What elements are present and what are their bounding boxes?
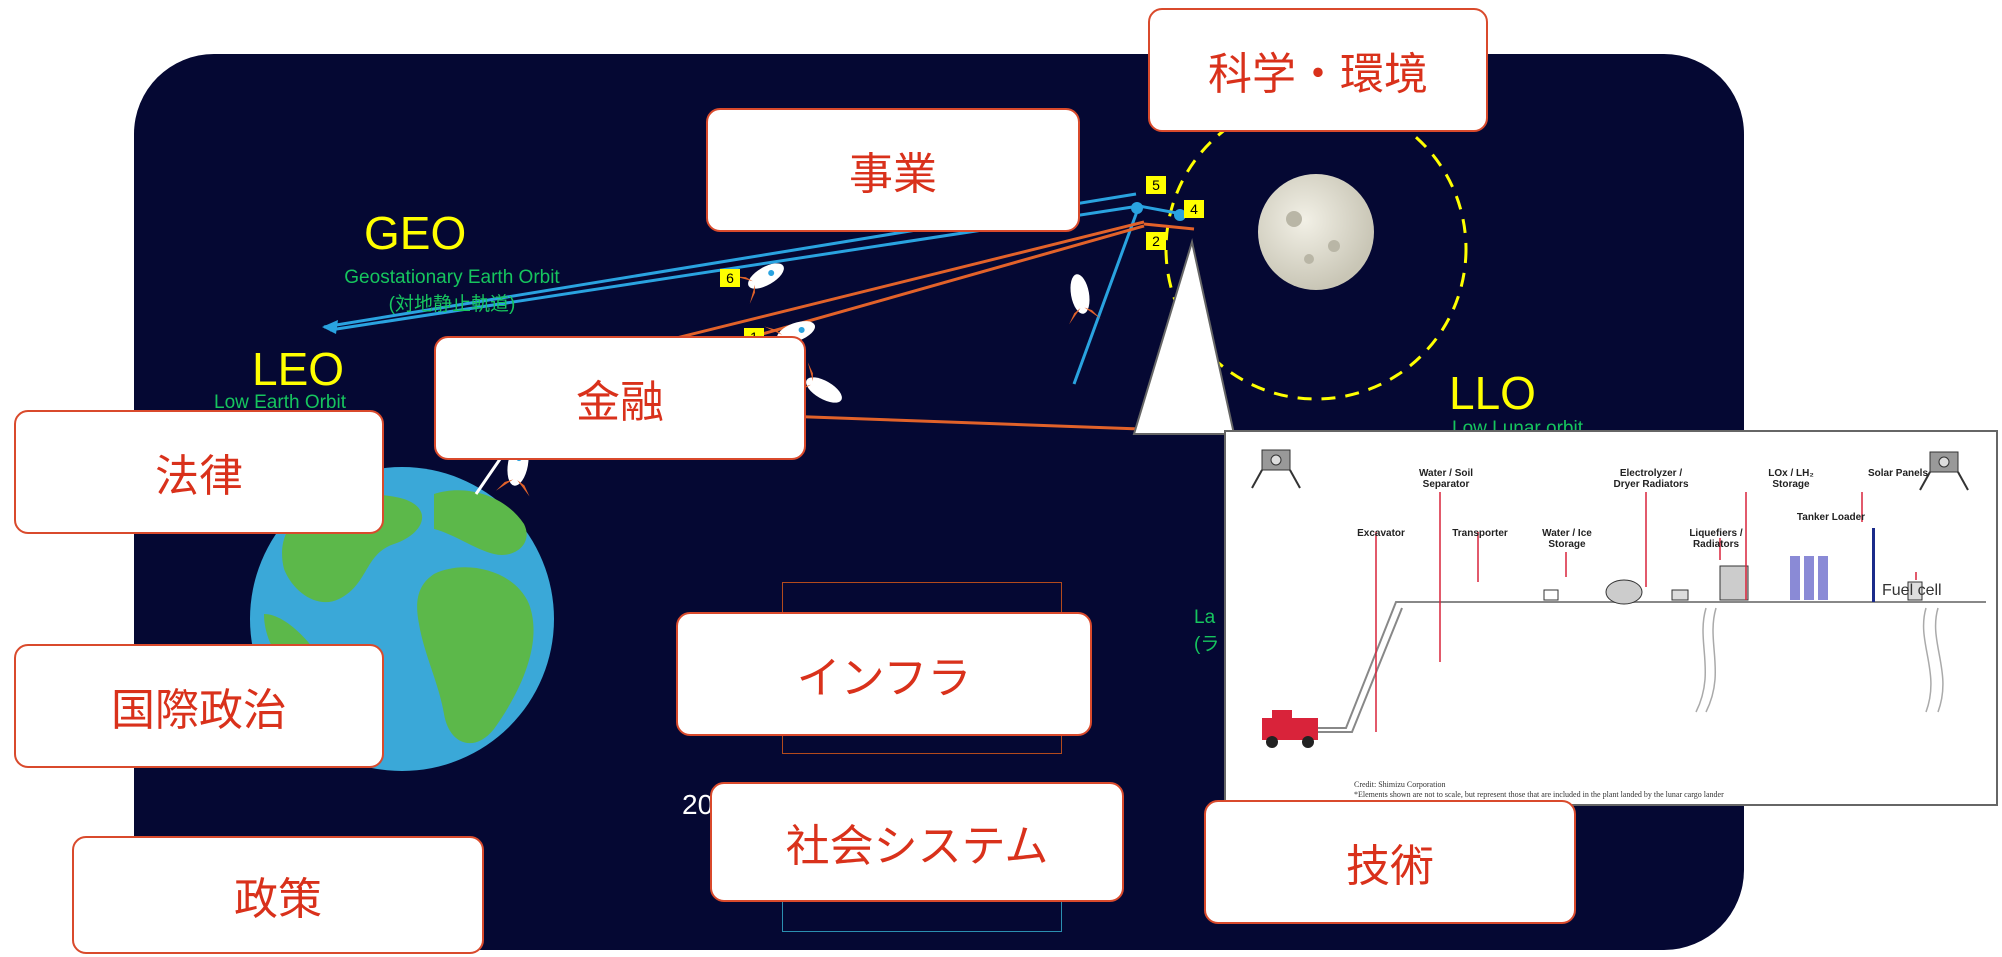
marker-4: 4 — [1184, 200, 1204, 218]
marker-6: 6 — [720, 269, 740, 287]
llo-title: LLO — [1449, 367, 1536, 419]
label-fuel-cell: Fuel cell — [1882, 582, 1942, 599]
label-tanker-loader: Tanker Loader — [1796, 512, 1866, 523]
geo-title: GEO — [364, 207, 467, 259]
year-partial: 20 — [682, 789, 714, 820]
tag-science-environment: 科学・環境 — [1148, 8, 1488, 132]
callout-pointer — [1132, 238, 1236, 435]
label-transporter: Transporter — [1452, 528, 1508, 539]
label-electrolyzer: Electrolyzer /Dryer Radiators — [1613, 468, 1689, 490]
lunar-surface-label: La (ラ — [1194, 604, 1219, 658]
label-excavator: Excavator — [1357, 528, 1405, 539]
lander-icon — [1919, 451, 1969, 491]
label-liquefiers: Liquefiers /Radiators — [1689, 528, 1743, 550]
svg-text:5: 5 — [1152, 177, 1160, 193]
plant-schematic — [1251, 449, 1986, 748]
inset-credit: Credit: Shimizu Corporation *Elements sh… — [1354, 780, 1724, 800]
geo-subtitle-line2: (対地静止軌道) — [388, 294, 516, 315]
marker-2: 2 — [1146, 232, 1166, 250]
leo-subtitle: Low Earth Orbit — [214, 392, 346, 413]
excavator-vehicle — [1262, 710, 1318, 748]
tag-international-politics: 国際政治 — [14, 644, 384, 768]
moon-graphic — [1258, 174, 1374, 290]
geo-subtitle: Geostationary Earth Orbit (対地静止軌道) — [272, 264, 632, 318]
tag-policy: 政策 — [72, 836, 484, 954]
tag-law: 法律 — [14, 410, 384, 534]
tag-business: 事業 — [706, 108, 1080, 232]
svg-text:6: 6 — [726, 270, 734, 286]
tag-finance: 金融 — [434, 336, 806, 460]
la-line2: (ラ — [1194, 634, 1220, 655]
credit-line2: *Elements shown are not to scale, but re… — [1354, 790, 1724, 799]
leo-title: LEO — [252, 343, 345, 395]
la-line1: La — [1194, 607, 1216, 628]
label-solar-panels: Solar Panels — [1867, 468, 1929, 479]
svg-text:2: 2 — [1152, 233, 1160, 249]
tag-technology: 技術 — [1204, 800, 1576, 924]
geo-subtitle-line1: Geostationary Earth Orbit — [344, 267, 560, 288]
lander-icon — [1251, 449, 1301, 489]
tag-infrastructure: インフラ — [676, 612, 1092, 736]
tag-social-system: 社会システム — [710, 782, 1124, 902]
rocket-icon — [1069, 274, 1101, 325]
marker-5: 5 — [1146, 176, 1166, 194]
credit-line1: Credit: Shimizu Corporation — [1354, 780, 1446, 789]
svg-text:4: 4 — [1190, 201, 1198, 217]
